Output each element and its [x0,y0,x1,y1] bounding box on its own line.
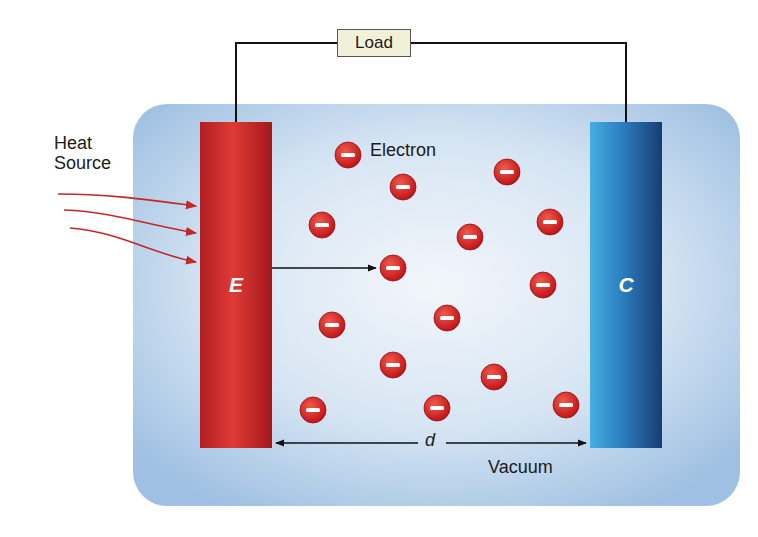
electron-symbol [335,142,361,168]
heat-source-label: Heat Source [54,134,134,174]
wire [236,43,337,122]
electron-symbol [380,352,406,378]
electron-symbol [390,174,416,200]
node-label: Load [355,33,393,53]
dimension-arrow [446,442,586,443]
vacuum-label: Vacuum [488,458,553,478]
wire [411,43,626,122]
heat-arrows [58,194,196,262]
electron-symbol [424,395,450,421]
dimension-arrow [276,442,418,443]
node-label: C [618,273,633,297]
gap-dimension: d [425,431,435,451]
electron-symbol [537,209,563,235]
electron-symbol [530,272,556,298]
node-label: E [229,273,243,297]
electron-symbol [434,305,460,331]
emission-arrow [272,267,376,268]
electron-symbol [300,397,326,423]
electron-symbol [380,255,406,281]
electron-symbol [319,312,345,338]
electron-label: Electron [370,141,436,161]
electrons [300,142,579,423]
electron-symbol [553,392,579,418]
electron-symbol [481,364,507,390]
electron-symbol [457,224,483,250]
emitter-plate [200,122,272,448]
electron-symbol [494,159,520,185]
emitter-electrode: E [200,122,272,448]
collector-electrode: C [590,122,662,448]
vacuum-chamber [133,104,740,506]
electron-symbol [309,212,335,238]
load-box: Load [337,29,411,57]
collector-plate [590,122,662,448]
